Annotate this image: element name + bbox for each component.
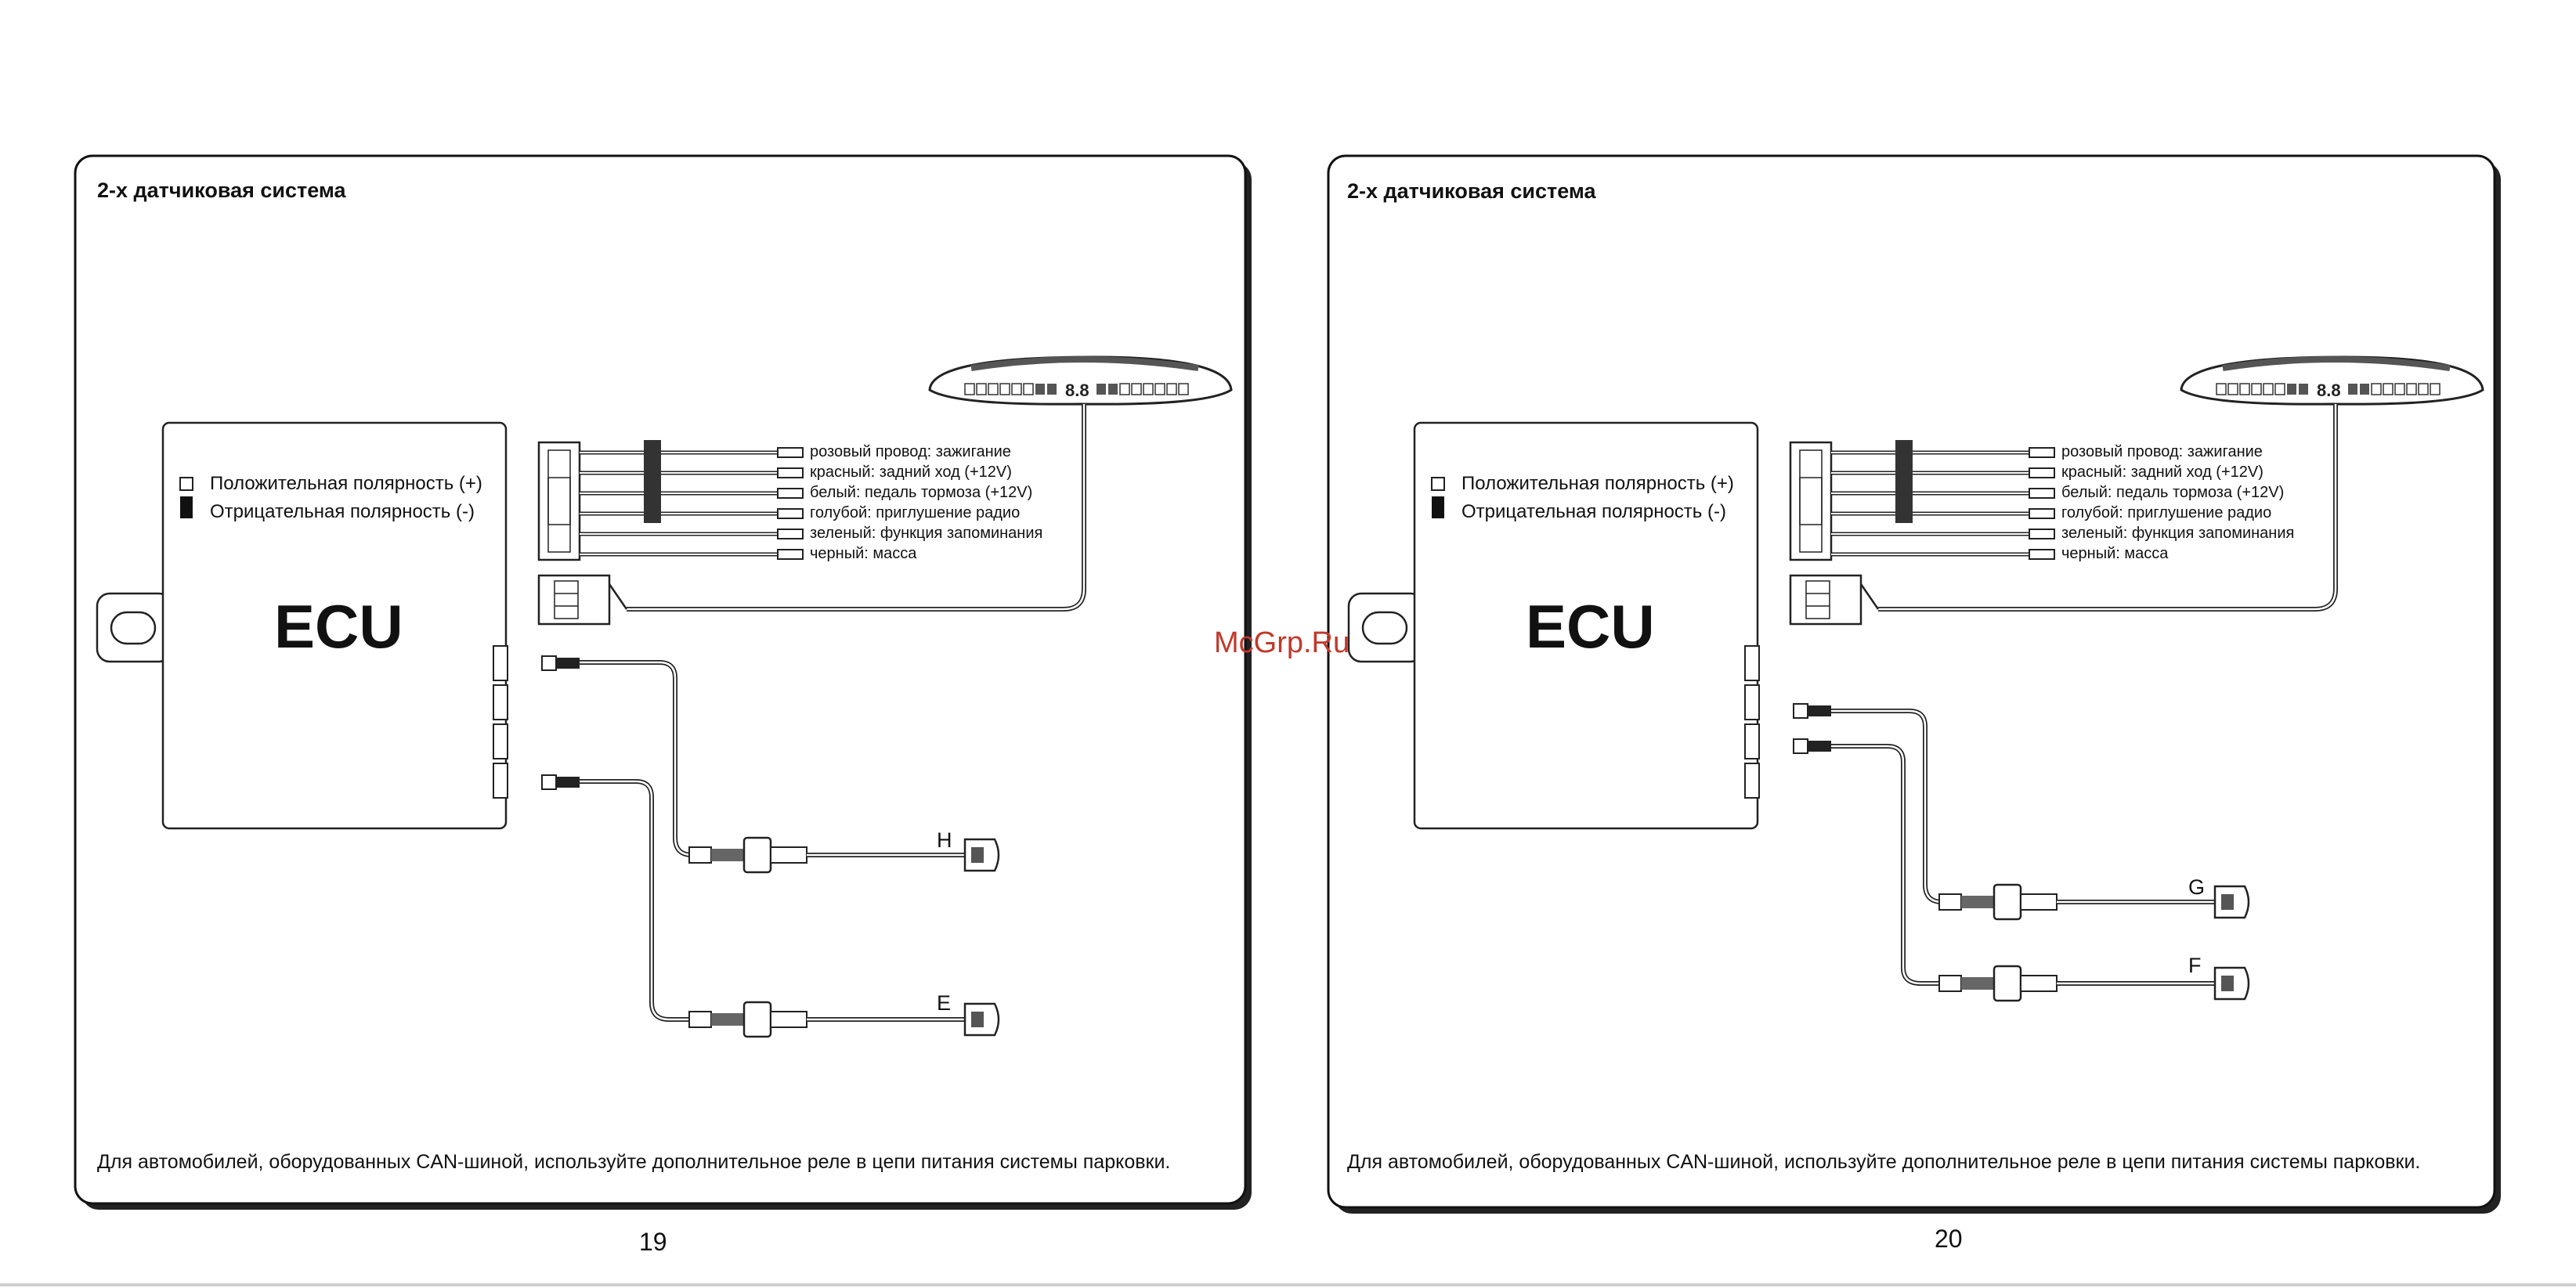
ecu-unit: [96, 421, 508, 830]
wire-label-pink: розовый провод: зажигание: [2061, 443, 2263, 460]
ecu-mount-hole: [110, 611, 157, 645]
ecu-box: [1413, 421, 1759, 830]
ecu-socket: [1744, 684, 1760, 720]
wire-label-black: черный: масса: [810, 545, 917, 562]
display-digits: 8.8: [2317, 381, 2341, 400]
sensor-assembly-g: [1938, 883, 2250, 921]
display-digits: 8.8: [1065, 381, 1089, 400]
wire-label-blue: голубой: приглушение радио: [2061, 504, 2272, 521]
polarity-negative-jumper: [1432, 496, 1444, 518]
wire-label-red: красный: задний ход (+12V): [810, 464, 1012, 481]
wire-label-black: черный: масса: [2061, 545, 2169, 562]
watermark: McGrp.Ru: [1214, 626, 1350, 659]
ecu-socket: [1744, 645, 1760, 681]
wire-label-green: зеленый: функция запоминания: [810, 525, 1043, 542]
sensor-label-h: H: [937, 828, 952, 852]
sensor-label-f: F: [2188, 954, 2202, 977]
wire-label-white: белый: педаль тормоза (+12V): [2061, 484, 2285, 501]
wire-label-pink: розовый провод: зажигание: [810, 443, 1011, 460]
legend-negative-polarity: Отрицательная полярность (-): [1461, 501, 1726, 522]
power-harness: [537, 440, 804, 626]
power-harness: [1789, 440, 2055, 626]
harness-connector: [1789, 441, 1833, 561]
display-connector: [1789, 574, 1862, 626]
polarity-negative-jumper: [180, 496, 193, 518]
ecu-mount-hole: [1361, 611, 1408, 645]
sensor-assembly-f: [1938, 965, 2250, 1002]
display-segments: 8.8: [964, 381, 1189, 400]
page-frame: [74, 154, 1247, 1205]
can-bus-note: Для автомобилей, оборудованных CAN-шиной…: [1347, 1151, 2421, 1173]
sensor-cables: [541, 655, 705, 1022]
display-segments: 8.8: [2216, 381, 2441, 400]
legend-positive-polarity: Положительная полярность (+): [1461, 473, 1734, 494]
ecu-label: ECU: [274, 592, 403, 661]
sensor-assembly-h: [688, 836, 1000, 874]
polarity-positive-jumper: [179, 477, 193, 491]
display-unit: 8.8: [1878, 355, 2484, 612]
ecu-socket: [1744, 763, 1760, 799]
legend-negative-polarity: Отрицательная полярность (-): [210, 501, 475, 522]
display-top-mesh: [970, 356, 1199, 371]
wire-label-white: белый: педаль тормоза (+12V): [810, 484, 1033, 501]
ecu-socket: [493, 684, 508, 720]
page-20: 8.8: [1327, 154, 2501, 1214]
sensor-assembly-e: [688, 1001, 1000, 1038]
legend-positive-polarity: Положительная полярность (+): [210, 473, 482, 494]
wire-label-blue: голубой: приглушение радио: [810, 504, 1021, 521]
harness-fuse-block: [1895, 440, 1913, 523]
sensor-label-g: G: [2188, 875, 2206, 899]
display-connector: [537, 574, 611, 626]
harness-connector: [537, 441, 581, 561]
ecu-socket: [1744, 723, 1760, 759]
harness-fuse-block: [644, 440, 661, 523]
display-unit: 8.8: [627, 355, 1233, 612]
page-number: 20: [1935, 1225, 1963, 1253]
ecu-socket: [493, 723, 508, 759]
display-top-mesh: [2222, 356, 2451, 371]
polarity-positive-jumper: [1431, 477, 1445, 491]
wire-label-red: красный: задний ход (+12V): [2061, 464, 2263, 481]
page-title: 2-х датчиковая система: [1347, 179, 1596, 203]
sensor-label-e: E: [937, 991, 952, 1015]
wire-label-green: зеленый: функция запоминания: [2061, 525, 2295, 542]
page-19: 8.8: [74, 154, 1252, 1210]
ecu-socket: [493, 645, 508, 681]
ecu-label: ECU: [1526, 592, 1655, 661]
page-title: 2-х датчиковая система: [97, 179, 346, 202]
page-frame: [1327, 154, 2496, 1209]
ecu-unit: [1347, 421, 1760, 830]
sensor-cables: [1793, 703, 1955, 986]
ecu-box: [161, 421, 508, 830]
ecu-socket: [493, 763, 508, 799]
page-number: 19: [639, 1228, 667, 1256]
can-bus-note: Для автомобилей, оборудованных CAN-шиной…: [97, 1151, 1171, 1173]
